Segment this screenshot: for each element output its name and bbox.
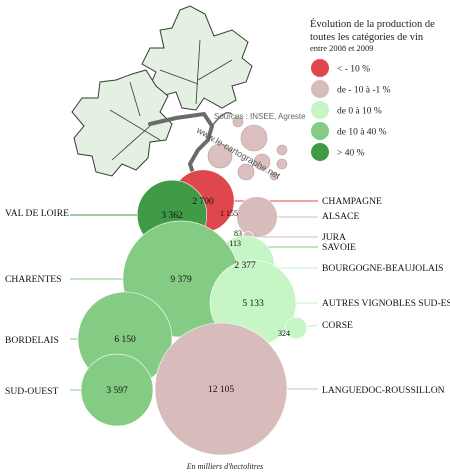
legend-subtitle: entre 2008 et 2009 — [310, 43, 374, 53]
value-label-alsace: 1 155 — [220, 209, 238, 218]
region-label-bordelais: BORDELAIS — [5, 335, 59, 346]
vine-leaf-illustration — [71, 5, 288, 188]
legend-swatch-de-10-a-1 — [311, 80, 329, 98]
region-label-champagne: CHAMPAGNE — [322, 196, 382, 207]
grape-2 — [240, 124, 268, 152]
region-label-val-de-loire: VAL DE LOIRE — [5, 208, 69, 219]
region-label-corse: CORSE — [322, 320, 353, 331]
legend-label: de - 10 à -1 % — [337, 86, 391, 96]
region-label-bourgogne-beaujolais: BOURGOGNE-BEAUJOLAIS — [322, 263, 444, 274]
bubble-sud-ouest — [80, 353, 154, 427]
grape-8 — [232, 116, 244, 128]
grape-1 — [207, 143, 233, 169]
value-label-jura: 83 — [234, 229, 242, 238]
region-label-savoie: SAVOIE — [322, 242, 356, 253]
legend-swatch-40 — [311, 143, 329, 161]
value-label-autres-vignobles-sud-est: 5 133 — [242, 299, 264, 309]
value-label-corse: 324 — [278, 329, 290, 338]
bubble-alsace — [236, 196, 278, 238]
legend-swatch-10 — [311, 59, 329, 77]
region-label-sud-ouest: SUD-OUEST — [5, 386, 58, 397]
legend-title-line-2: toutes les catégories de vin — [310, 32, 424, 43]
bubble-corse — [284, 316, 308, 340]
region-label-jura: JURA — [322, 232, 346, 243]
region-label-languedoc-roussillon: LANGUEDOC-ROUSSILLON — [322, 385, 445, 396]
legend-label: > 40 % — [337, 149, 365, 159]
legend-label: < - 10 % — [337, 65, 370, 75]
value-label-sud-ouest: 3 597 — [106, 386, 128, 396]
grape-7 — [269, 171, 279, 181]
value-label-charentes: 9 379 — [170, 275, 192, 285]
legend-label: de 0 à 10 % — [337, 107, 382, 117]
legend-swatch-de-0-a-10 — [311, 101, 329, 119]
legend-label: de 10 à 40 % — [337, 128, 387, 138]
unit-note: En milliers d'hectolitres — [186, 462, 264, 471]
legend: Évolution de la production de toutes les… — [310, 18, 435, 161]
grape-5 — [276, 144, 288, 156]
region-label-charentes: CHARENTES — [5, 274, 62, 285]
region-label-autres-vignobles-sud-est: AUTRES VIGNOBLES SUD-EST — [322, 298, 450, 309]
sources-credit: Sources : INSEE, Agreste — [214, 112, 306, 121]
value-label-languedoc-roussillon: 12 105 — [208, 385, 234, 395]
grape-4 — [237, 163, 255, 181]
bubble-languedoc-roussillon — [154, 322, 288, 456]
value-label-val-de-loire: 3 362 — [161, 211, 183, 221]
vine-leaf-top — [141, 5, 253, 111]
region-label-alsace: ALSACE — [322, 211, 359, 222]
value-label-champagne: 2 700 — [192, 197, 214, 207]
legend-swatch-de-10-a-40 — [311, 122, 329, 140]
value-label-bourgogne-beaujolais: 2 377 — [234, 261, 256, 271]
grape-6 — [276, 158, 288, 170]
vine-leaf-left — [71, 69, 173, 177]
grape-3 — [253, 153, 271, 171]
value-label-bordelais: 6 150 — [114, 335, 136, 345]
value-label-savoie: 113 — [229, 239, 241, 248]
legend-title-line-1: Évolution de la production de — [310, 18, 435, 30]
